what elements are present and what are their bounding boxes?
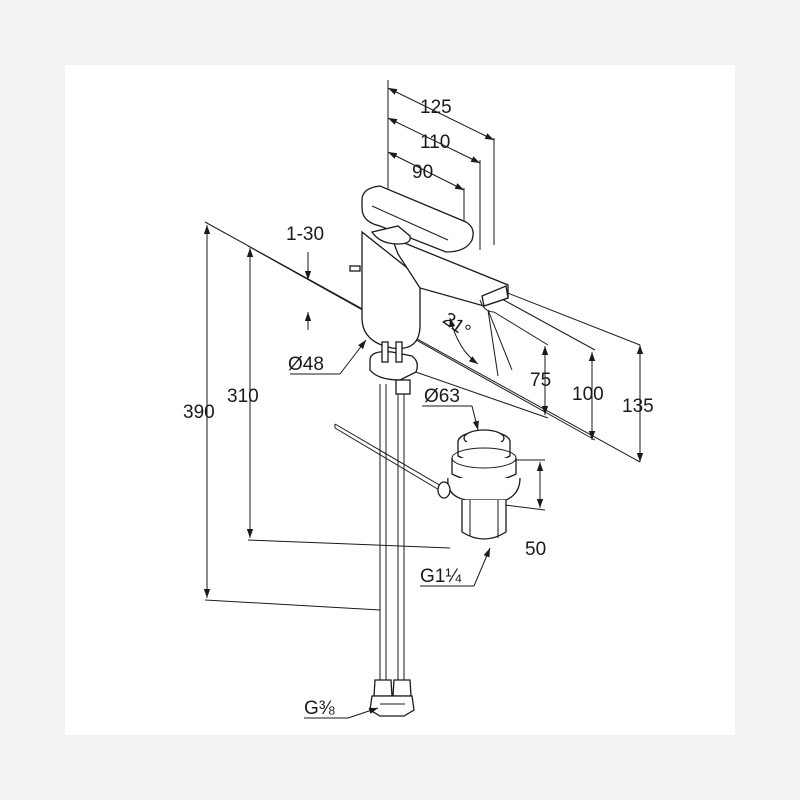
pop-up-rod xyxy=(334,423,449,495)
waste-height-label: 50 xyxy=(525,539,546,560)
projection-mid-label: 110 xyxy=(420,132,450,153)
spout-angle-arc xyxy=(449,309,513,377)
mounting-base xyxy=(369,341,418,395)
spout-angle-label: 21° xyxy=(439,309,475,343)
top-height-label: 135 xyxy=(622,396,654,417)
total-height-label: 390 xyxy=(183,402,215,423)
spout-clearance-label: 75 xyxy=(530,370,551,391)
body-diameter-label: Ø48 xyxy=(288,354,324,375)
spout-height-label: 100 xyxy=(572,384,604,405)
waste-thread-label: G1¼ xyxy=(420,566,462,587)
height-dimension-lines xyxy=(203,225,254,598)
waste-valve xyxy=(437,429,521,540)
faucet-body xyxy=(349,185,509,350)
body-height-label: 310 xyxy=(227,386,259,407)
projection-total-label: 125 xyxy=(420,97,452,118)
supply-hoses xyxy=(369,384,415,717)
supply-thread-label: G⅜ xyxy=(304,698,335,719)
waste-diameter-label: Ø63 xyxy=(424,386,460,407)
lever-angle-range-label: 1-30 xyxy=(286,224,324,245)
projection-short-label: 90 xyxy=(412,162,433,183)
projection-dimension-lines xyxy=(387,80,495,250)
right-dimension-lines xyxy=(536,345,644,508)
